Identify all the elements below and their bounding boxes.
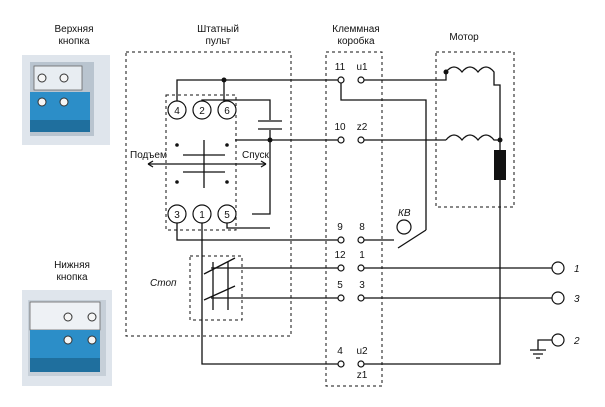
terminal-z2: z2 [357, 122, 368, 133]
terminal-10: 10 [334, 122, 346, 133]
bottom-button-photo [22, 290, 112, 386]
external-terminal-3: 3 [574, 294, 580, 305]
terminal-box-label-line2: коробка [337, 35, 374, 47]
external-terminals: 1 3 2 [551, 261, 580, 347]
top-button-label-line2: кнопка [58, 36, 89, 47]
top-button-photo [22, 55, 110, 145]
wiring [147, 66, 552, 365]
limit-switch-label: КВ [398, 208, 411, 219]
panel-label-line1: Штатный [197, 24, 239, 35]
panel-bottom-contacts: 3 1 5 [167, 204, 237, 224]
junction-motor-mid [497, 137, 503, 143]
bottom-button-label-line2: кнопка [56, 272, 87, 283]
terminal-11: 11 [335, 62, 346, 73]
terminal-4: 4 [337, 346, 343, 357]
motor-label: Мотор [449, 32, 479, 43]
terminal-9: 9 [337, 222, 343, 233]
terminal-z1: z1 [357, 370, 368, 381]
external-terminal-1: 1 [574, 264, 580, 275]
inner-contact-enclosure [165, 94, 237, 231]
up-label: Подъем [130, 150, 167, 161]
panel-top-contacts: 4 2 6 [167, 100, 237, 120]
terminal-rows: 11 u1 10 z2 9 8 12 1 5 3 4 u2 z1 [334, 62, 368, 381]
terminal-box-enclosure [325, 51, 383, 387]
terminal-3: 3 [359, 280, 365, 291]
panel-contact-3: 3 [174, 210, 180, 221]
panel-contact-4: 4 [174, 106, 180, 117]
panel-contact-5: 5 [224, 210, 230, 221]
junction-motor-top [443, 69, 449, 75]
junction-cap [267, 137, 273, 143]
down-label: Спуск [242, 150, 270, 161]
terminal-1: 1 [359, 250, 365, 261]
panel-enclosure [125, 51, 292, 337]
stop-enclosure [189, 255, 243, 321]
contact-dots [175, 143, 229, 184]
stop-label: Стоп [150, 278, 177, 289]
terminal-u2: u2 [356, 346, 368, 357]
external-terminal-2: 2 [573, 336, 580, 347]
terminal-12: 12 [334, 250, 346, 261]
panel-contact-2: 2 [199, 106, 205, 117]
panel-contact-1: 1 [199, 210, 205, 221]
top-button-label-line1: Верхняя [54, 24, 93, 35]
terminal-u1: u1 [356, 62, 368, 73]
panel-contact-6: 6 [224, 106, 230, 117]
limit-switch: КВ [396, 208, 412, 235]
terminal-5: 5 [337, 280, 343, 291]
terminal-8: 8 [359, 222, 365, 233]
panel-label-line2: пульт [205, 36, 230, 47]
terminal-box-label-line1: Клеммная [332, 24, 379, 35]
bottom-button-label-line1: Нижняя [54, 260, 90, 271]
motor-enclosure [435, 51, 515, 208]
junction-top [221, 77, 227, 83]
